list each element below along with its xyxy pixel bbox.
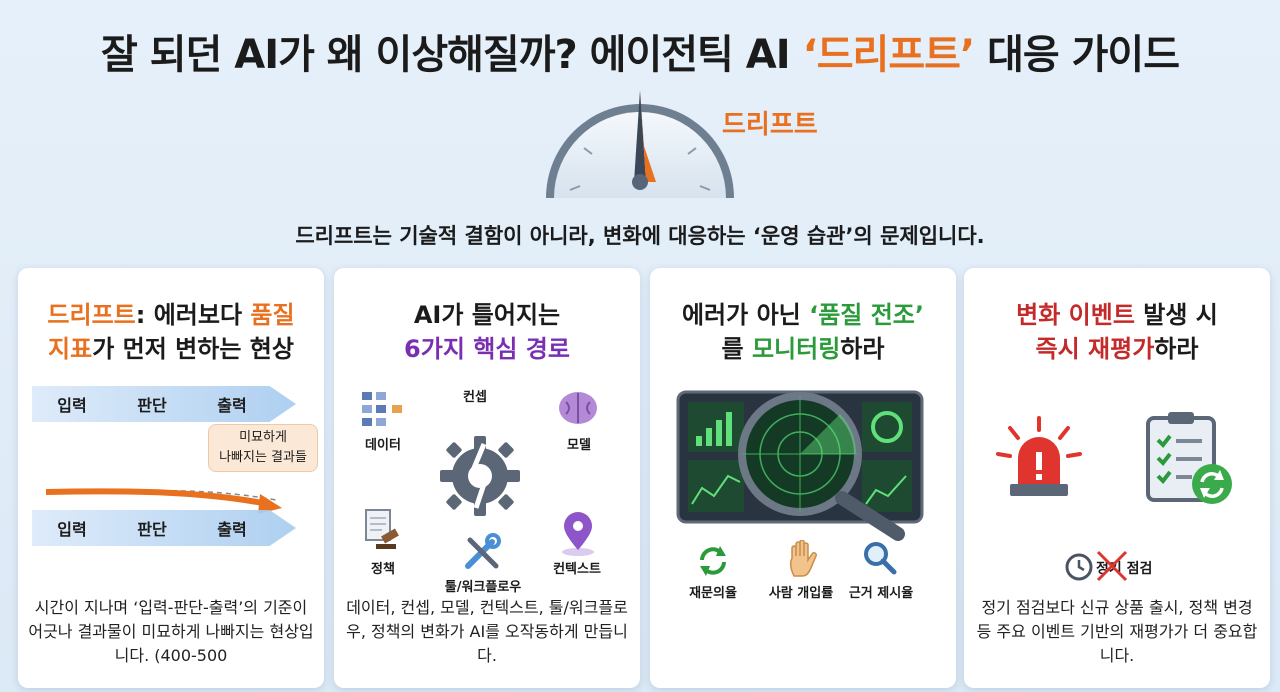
clock-icon <box>1065 553 1093 581</box>
card1-title: 드리프트: 에러보다 품질 지표가 먼저 변하는 현상 <box>47 301 295 363</box>
flow-step-input: 입력 <box>57 396 87 415</box>
flow-arrow-original: 입력 판단 출력 <box>32 386 296 422</box>
evidence-magnifier-icon <box>864 542 897 575</box>
flow-step-judge: 판단 <box>137 520 167 539</box>
card-event-reevaluation: 변화 이벤트 발생 시 즉시 재평가하라 <box>964 268 1270 688</box>
radar-dashboard-magnifier-icon <box>676 390 924 541</box>
path-label-concept: 컨셉 <box>463 390 487 405</box>
alarm-siren-icon <box>996 416 1082 496</box>
tools-wrench-screwdriver-icon <box>465 533 501 569</box>
path-label-model: 모델 <box>567 438 591 453</box>
page-title: 잘 되던 AI가 왜 이상해질까? 에이전틱 AI ‘드리프트’ 대응 가이드 <box>100 32 1180 78</box>
card-six-paths: AI가 틀어지는 6가지 핵심 경로 데이터 컨셉 모델 <box>334 268 640 688</box>
broken-gear-icon <box>440 436 520 516</box>
signal-requery-rate: 재문의율 <box>689 586 737 601</box>
card-drift-definition: 드리프트: 에러보다 품질 지표가 먼저 변하는 현상 입력 판단 출력 미묘하… <box>18 268 324 688</box>
flow-step-judge: 판단 <box>137 396 167 415</box>
path-label-tool-workflow: 툴/워크플로우 <box>444 580 522 595</box>
flow-step-input: 입력 <box>57 520 87 539</box>
context-location-pin-icon <box>562 512 594 556</box>
path-label-context: 컨텍스트 <box>553 562 601 577</box>
signal-human-intervention-rate: 사람 개입률 <box>768 586 834 601</box>
flow-step-output: 출력 <box>217 396 247 415</box>
signal-evidence-rate: 근거 제시율 <box>848 586 914 601</box>
card3-title: 에러가 아닌 ‘품질 전조’ 를 모니터링하라 <box>681 301 925 363</box>
data-grid-icon <box>362 392 402 426</box>
policy-document-gavel-icon <box>365 509 399 549</box>
cross-out-icon <box>1096 550 1128 582</box>
subtitle: 드리프트는 기술적 결함이 아니라, 변화에 대응하는 ‘운영 습관’의 문제입… <box>295 224 985 248</box>
brain-icon <box>559 392 597 424</box>
refresh-cycle-icon <box>700 546 726 576</box>
flow-step-output: 출력 <box>217 520 247 539</box>
card4-title: 변화 이벤트 발생 시 즉시 재평가하라 <box>1016 301 1218 363</box>
card2-title: AI가 틀어지는 6가지 핵심 경로 <box>404 301 570 363</box>
drift-label: 드리프트 <box>722 110 818 140</box>
checklist-refresh-icon <box>1146 412 1232 504</box>
compass-gauge-icon <box>546 90 734 198</box>
card2-description: 데이터, 컨셉, 모델, 컨텍스트, 툴/워크플로우, 정책의 변화가 AI를 … <box>346 598 628 665</box>
path-label-data: 데이터 <box>365 438 401 453</box>
path-label-policy: 정책 <box>371 562 395 577</box>
card1-description: 시간이 지나며 ‘입력-판단-출력’의 기준이 어긋나 결과물이 미묘하게 나빠… <box>28 598 314 665</box>
drift-arrow-icon <box>46 488 282 514</box>
card4-description: 정기 점검보다 신규 상품 출시, 정책 변경 등 주요 이벤트 기반의 재평가… <box>976 598 1258 665</box>
card-quality-monitoring: 에러가 아닌 ‘품질 전조’ 를 모니터링하라 재문의율 사람 개입률 근거 제 <box>650 268 956 688</box>
raised-hand-icon <box>789 540 817 577</box>
flow-arrow-drifted: 입력 판단 출력 <box>32 510 296 546</box>
